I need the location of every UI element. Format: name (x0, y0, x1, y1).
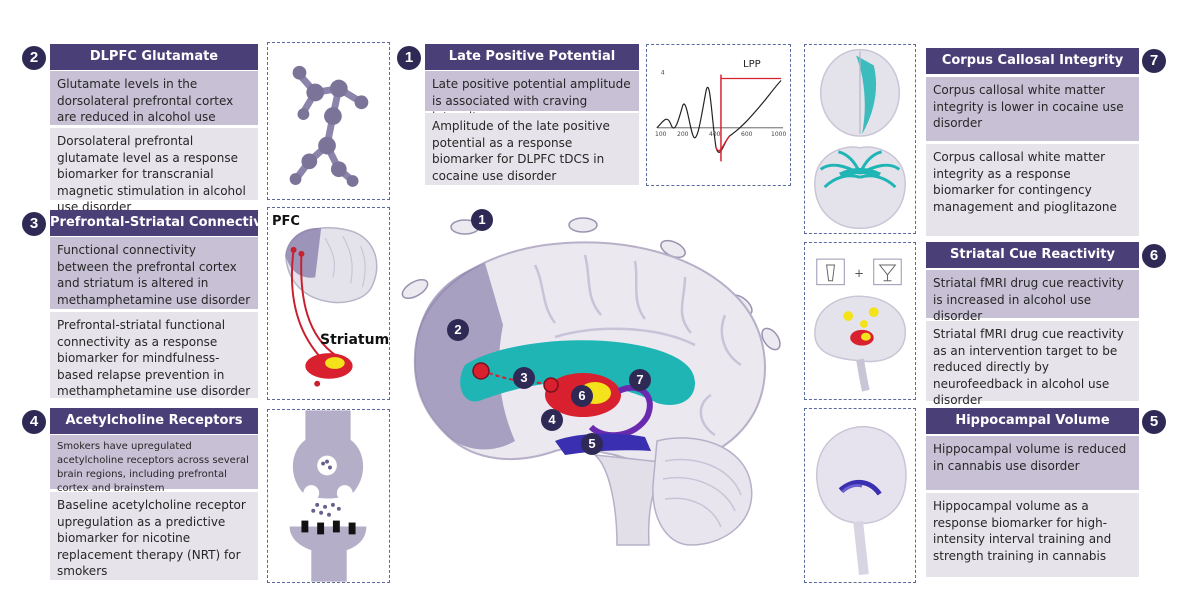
panel-4-finding: Smokers have upregulated acetylcholine r… (50, 435, 258, 494)
panel-5-finding: Hippocampal volume is reduced in cannabi… (926, 436, 1139, 490)
brain-marker-3: 3 (513, 367, 535, 389)
brain-marker-7: 7 (629, 369, 651, 391)
svg-text:+: + (854, 266, 864, 280)
erp-tick-1: 100 (655, 131, 667, 138)
panel-7-biomarker: Corpus callosal white matter integrity a… (926, 144, 1139, 236)
glutamate-molecule-image (267, 42, 390, 200)
panel-1-finding: Late positive potential amplitude is ass… (425, 71, 639, 124)
panel-5-title: Hippocampal Volume (926, 408, 1139, 434)
panel-7-title: Corpus Callosal Integrity (926, 48, 1139, 74)
erp-tick-3: 400 (709, 131, 721, 138)
panel-2-biomarker: Dorsolateral prefrontal glutamate level … (50, 128, 258, 214)
panel-2-finding: Glutamate levels in the dorsolateral pre… (50, 71, 258, 141)
panel-6-number: 6 (1142, 244, 1166, 268)
panel-7-number: 7 (1142, 49, 1166, 73)
panel-3-biomarker: Prefrontal-striatal functional connectiv… (50, 312, 258, 398)
panel-6-biomarker: Striatal fMRI drug cue reactivity as an … (926, 321, 1139, 407)
brain-marker-2: 2 (447, 319, 469, 341)
panel-4-biomarker: Baseline acetylcholine receptor upregula… (50, 492, 258, 580)
pfc-striatum-image: PFC Striatum (267, 207, 390, 400)
panel-1-title: Late Positive Potential (425, 44, 639, 70)
brain-marker-5: 5 (581, 433, 603, 455)
panel-2-number: 2 (22, 46, 46, 70)
panel-1-number: 1 (397, 46, 421, 70)
erp-tick-5: 1000 (771, 131, 787, 138)
panel-3-finding: Functional connectivity between the pref… (50, 237, 258, 309)
erp-waveform-image: 4 LPP 100 200 400 600 1000 (646, 44, 791, 186)
panel-3-title: Prefrontal-Striatal Connectivity (50, 210, 281, 236)
panel-3-number: 3 (22, 212, 46, 236)
synapse-image (267, 409, 390, 583)
lpp-label: LPP (743, 59, 761, 70)
pfc-label: PFC (272, 214, 300, 229)
drug-cue-image: + (804, 242, 916, 400)
panel-6-title: Striatal Cue Reactivity (926, 242, 1139, 268)
corpus-callosum-image (804, 44, 916, 234)
panel-4-number: 4 (22, 410, 46, 434)
panel-1-biomarker: Amplitude of the late positive potential… (425, 113, 639, 185)
panel-6-finding: Striatal fMRI drug cue reactivity is inc… (926, 270, 1139, 323)
brain-marker-4: 4 (541, 409, 563, 431)
panel-5-biomarker: Hippocampal volume as a response biomark… (926, 493, 1139, 577)
svg-text:4: 4 (661, 71, 665, 77)
striatum-label: Striatum (320, 332, 390, 348)
panel-2-title: DLPFC Glutamate (50, 44, 258, 70)
panel-4-title: Acetylcholine Receptors (50, 408, 258, 434)
panel-5-number: 5 (1142, 410, 1166, 434)
erp-tick-2: 200 (677, 131, 689, 138)
central-brain-diagram: 1 2 3 4 5 6 7 (395, 205, 805, 595)
brain-marker-6: 6 (571, 385, 593, 407)
erp-tick-4: 600 (741, 131, 753, 138)
hippocampus-image (804, 408, 916, 583)
panel-7-finding: Corpus callosal white matter integrity i… (926, 77, 1139, 141)
brain-marker-1: 1 (471, 209, 493, 231)
